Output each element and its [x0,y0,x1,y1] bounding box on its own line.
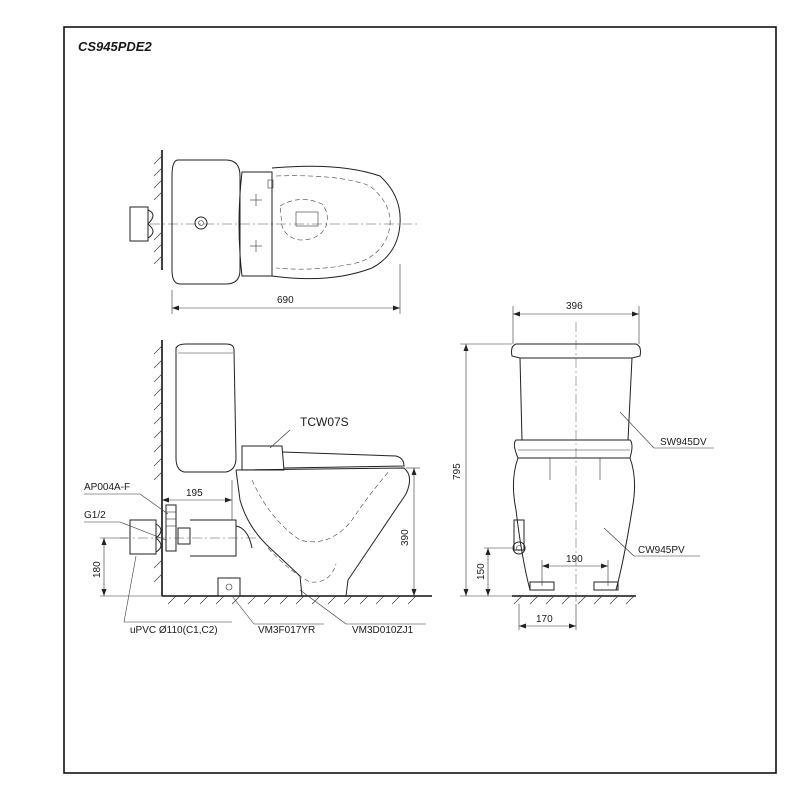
side-trapway [251,469,391,543]
plan-tank [171,159,241,285]
front-floor-hatch [513,595,635,605]
side-view: TCW07S AP004A-F G1/2 195 390 180 uPVC Ø1… [84,340,432,636]
side-bowl-outline [235,467,410,597]
pipe-label: uPVC Ø110(C1,C2) [130,625,218,636]
dim-tank-width-label: 396 [566,301,583,312]
side-angle-valve [165,504,177,552]
plan-seat-unit [238,171,273,277]
model-title: CS945PDE2 [78,39,152,54]
front-seat [513,439,633,459]
front-bowl-left [512,457,531,591]
plan-bowl-outline [271,165,401,280]
flange-label: VM3F017YR [258,625,315,636]
plan-inlet-pipe [129,206,149,242]
dim-inlet-offset-label: 170 [536,614,553,625]
front-bowl-right [615,457,636,591]
side-floor-hatch [167,595,417,605]
connector-label: VM3D010ZJ1 [352,625,414,636]
angle-valve-label: AP004A-F [84,482,130,493]
side-tank [175,343,237,473]
plan-inlet-break [147,209,154,239]
front-foot-right [593,581,619,591]
front-angle-valve [513,519,525,551]
plan-bowl-rim [275,175,391,270]
side-wall-hatch [153,345,163,583]
dim-inlet-height-label: 180 [92,561,103,578]
dim-inlet-front-label: 150 [476,563,487,580]
cover-part-label: SW945DV [660,437,707,448]
bowl-part-label: CW945PV [638,545,685,556]
frame-border [63,26,777,774]
seat-model-label: TCW07S [300,415,349,429]
side-inlet-pipe [129,519,157,555]
side-bowl-front [235,469,303,597]
side-seat-unit [241,445,285,471]
plan-bowl-opening [279,199,328,241]
thread-label: G1/2 [84,510,106,521]
dim-drain-height-label: 390 [400,529,411,546]
dim-total-height-label: 795 [452,463,463,480]
plan-drain-mark [295,211,319,227]
dim-wall-drain-label: 195 [186,488,203,499]
front-view: 396 795 [452,301,714,630]
side-drain-flange [217,577,241,597]
plan-wall-hatch [153,155,163,265]
plan-flush-button [194,216,208,230]
dim-bolt-spacing-label: 190 [566,554,583,565]
dim-length-label: 690 [277,295,294,306]
plan-view: 690 [129,150,420,314]
side-seat [281,451,405,469]
